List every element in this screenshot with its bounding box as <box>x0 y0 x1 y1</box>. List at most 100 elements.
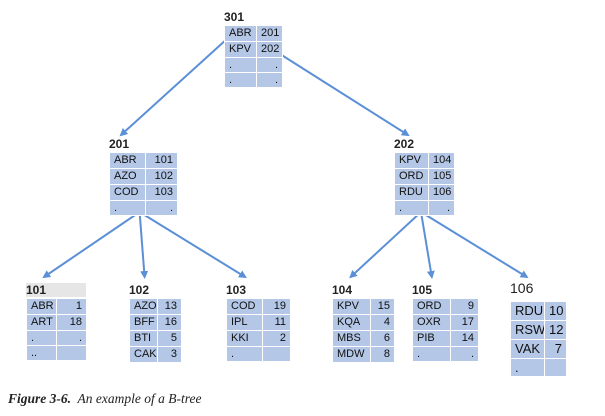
value-cell: 101 <box>145 152 178 169</box>
value-cell <box>56 345 87 361</box>
value-cell: . <box>256 72 283 88</box>
node-row: .. <box>412 346 479 362</box>
value-cell: 2 <box>262 330 291 347</box>
value-cell: 1 <box>56 298 87 315</box>
node-row: .. <box>224 57 283 73</box>
key-cell: ORD <box>394 168 429 185</box>
value-cell: 19 <box>262 298 291 315</box>
value-cell: 9 <box>450 298 479 315</box>
node-id-label: 202 <box>394 137 415 151</box>
value-cell: 12 <box>544 320 567 340</box>
value-cell: 15 <box>370 298 395 315</box>
value-cell: . <box>256 57 283 73</box>
value-cell: 103 <box>145 184 178 201</box>
key-cell: AZO <box>109 168 146 185</box>
key-cell: . <box>412 346 451 362</box>
key-cell: KPV <box>224 41 257 58</box>
key-cell: BFF <box>129 314 158 331</box>
value-cell: 3 <box>157 346 182 363</box>
value-cell: 105 <box>428 168 455 185</box>
key-cell: OXR <box>412 314 451 331</box>
edge-202-106 <box>420 211 529 279</box>
node-id-label: 106 <box>510 280 534 296</box>
key-cell: RDU <box>510 301 545 321</box>
key-cell: . <box>510 358 545 377</box>
value-cell: 106 <box>428 184 455 201</box>
value-cell <box>262 346 291 362</box>
key-cell: KPV <box>394 152 429 169</box>
edge-301-202 <box>279 53 410 137</box>
key-cell: KKI <box>226 330 263 347</box>
value-cell: 4 <box>370 314 395 331</box>
value-cell: 104 <box>428 152 455 169</box>
node-id-label: 103 <box>226 283 247 297</box>
key-cell: .. <box>26 345 57 361</box>
value-cell: 6 <box>370 330 395 347</box>
value-cell: 11 <box>262 314 291 331</box>
node-row: .. <box>26 330 87 346</box>
node-id-label: 301 <box>224 10 245 24</box>
key-cell: . <box>224 57 257 73</box>
node-id-label: 104 <box>332 283 353 297</box>
key-cell: ABR <box>109 152 146 169</box>
node-row: .. <box>26 345 87 361</box>
edge-201-103 <box>139 211 247 279</box>
node-id-label: 201 <box>109 137 130 151</box>
key-cell: . <box>394 200 429 216</box>
key-cell: IPL <box>226 314 263 331</box>
value-cell: . <box>450 346 479 362</box>
key-cell: ART <box>26 314 57 331</box>
key-cell: RSW <box>510 320 545 340</box>
figure-label: Figure 3-6. <box>8 391 72 406</box>
key-cell: COD <box>226 298 263 315</box>
key-cell: COD <box>109 184 146 201</box>
key-cell: AZO <box>129 298 158 315</box>
key-cell: KQA <box>332 314 371 331</box>
key-cell: KPV <box>332 298 371 315</box>
value-cell: 18 <box>56 314 87 331</box>
figure-caption-text: An example of a B-tree <box>77 391 202 406</box>
node-row: .. <box>224 72 283 88</box>
node-id-label: 101 <box>26 283 86 297</box>
key-cell: . <box>226 346 263 362</box>
key-cell: CAK <box>129 346 158 363</box>
value-cell: 17 <box>450 314 479 331</box>
value-cell <box>544 358 567 377</box>
value-cell: 16 <box>157 314 182 331</box>
key-cell: BTI <box>129 330 158 347</box>
value-cell: 10 <box>544 301 567 321</box>
key-cell: RDU <box>394 184 429 201</box>
key-cell: ABR <box>26 298 57 315</box>
key-cell: MDW <box>332 346 371 363</box>
key-cell: PIB <box>412 330 451 347</box>
